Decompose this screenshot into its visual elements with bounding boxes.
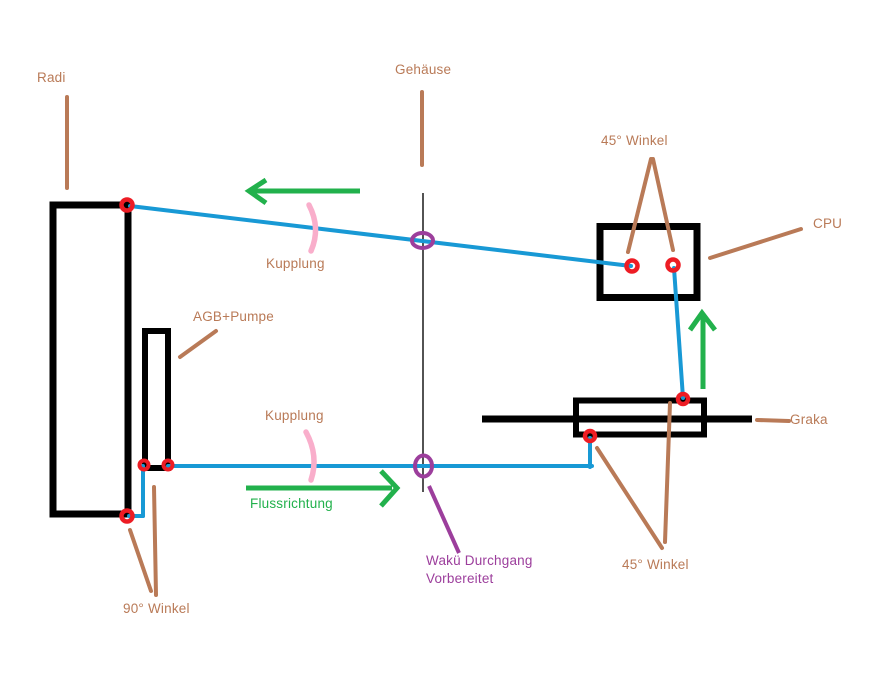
passthrough-pointer-line: [427, 485, 461, 554]
pointer-line-90-right: [152, 485, 158, 597]
label-cpu: CPU: [813, 216, 843, 231]
flow-arrow-bottom-head: [379, 469, 401, 508]
pointer-line-45-bottom-right: [663, 401, 672, 544]
label-radi: Radi: [37, 70, 66, 85]
fitting-gpu-top: [675, 391, 691, 407]
passthrough-ellipse-bottom: [413, 453, 434, 479]
label-90-winkel: 90° Winkel: [123, 601, 190, 616]
reservoir-pump-outline: [142, 328, 171, 471]
fitting-radiator-top: [119, 197, 135, 213]
pointer-line-90-left: [128, 528, 153, 593]
fitting-cpu-left: [624, 258, 640, 274]
label-gehaeuse: Gehäuse: [395, 62, 452, 77]
pointer-line-45-bottom-left: [595, 446, 664, 550]
passthrough-ellipse-top: [410, 231, 435, 250]
flow-arrow-top-head: [244, 177, 268, 206]
label-agb-pumpe: AGB+Pumpe: [193, 309, 274, 324]
label-wakue-durchgang-line1: Wakü Durchgang: [426, 553, 533, 568]
flow-arrow-up-head: [687, 308, 717, 332]
coupling-mark-bottom: [303, 429, 317, 483]
label-kupplung-bottom: Kupplung: [265, 408, 324, 423]
pointer-line-agb-pumpe: [178, 329, 218, 359]
tube-radiator-to-cpu: [128, 204, 633, 268]
coupling-mark-top: [306, 202, 319, 254]
pointer-line-45-top-left: [626, 157, 653, 254]
pointer-line-cpu: [708, 227, 803, 260]
label-flussrichtung: Flussrichtung: [250, 496, 333, 511]
label-45-winkel-top: 45° Winkel: [601, 133, 668, 148]
gpu-block-outline: [573, 397, 707, 438]
label-kupplung-top: Kupplung: [266, 256, 325, 271]
cpu-block-outline: [596, 223, 701, 301]
tube-cpu-to-gpu: [672, 266, 685, 400]
label-graka: Graka: [790, 412, 828, 427]
fitting-gpu-bottom: [582, 428, 598, 444]
fitting-radiator-bottom: [119, 508, 135, 524]
label-wakue-durchgang-line2: Vorbereitet: [426, 571, 494, 586]
radiator-outline: [49, 201, 132, 518]
fitting-reservoir-right: [161, 458, 175, 472]
label-45-winkel-bottom: 45° Winkel: [622, 557, 689, 572]
pointer-line-graka: [755, 418, 791, 423]
fitting-reservoir-left: [137, 458, 151, 472]
pointer-line-45-top-right: [651, 157, 675, 252]
fitting-cpu-right: [665, 257, 681, 273]
